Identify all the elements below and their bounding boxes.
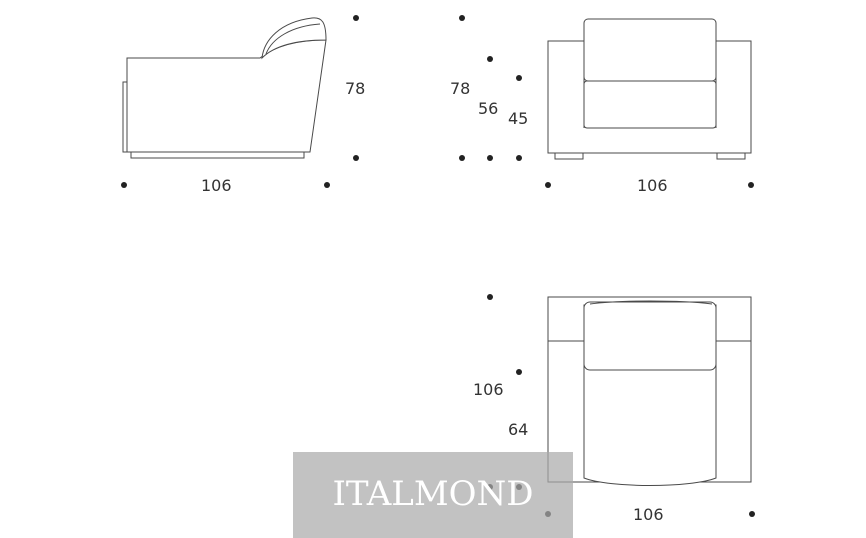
top-view: 106 64 106 [473,294,755,524]
front-arm-height-label: 56 [478,99,498,118]
side-base [130,151,305,159]
front-arm-dot-top [487,56,493,62]
top-back-cushion [583,301,717,371]
front-width-dot-left [545,182,551,188]
watermark: ITALMOND [293,452,573,538]
top-width-label: 106 [633,505,664,524]
side-height-label: 78 [345,79,365,98]
side-body [126,39,327,153]
side-height-dot-top [353,15,359,21]
top-depth-dot-top [487,294,493,300]
front-back-cushion [583,18,717,82]
top-seat-depth-label: 64 [508,420,528,439]
front-seat-height-label: 45 [508,109,528,128]
front-view: 78 56 45 106 [450,15,754,195]
side-back-plate [122,81,128,153]
side-height-dot-bottom [353,155,359,161]
top-seat-depth-dot-top [516,369,522,375]
front-seat-cushion [583,80,717,129]
side-view: 78 106 [121,15,365,195]
front-width-dot-right [748,182,754,188]
side-width-dot-left [121,182,127,188]
side-width-label: 106 [201,176,232,195]
front-total-height-label: 78 [450,79,470,98]
side-back-cushion [261,17,327,60]
top-depth-label: 106 [473,380,504,399]
front-width-label: 106 [637,176,668,195]
front-foot-left [554,152,584,160]
front-foot-right [716,152,746,160]
front-seat-dot-top [516,75,522,81]
top-width-dot-right [749,511,755,517]
front-total-dot-top [459,15,465,21]
side-width-dot-right [324,182,330,188]
watermark-text: ITALMOND [332,474,534,514]
